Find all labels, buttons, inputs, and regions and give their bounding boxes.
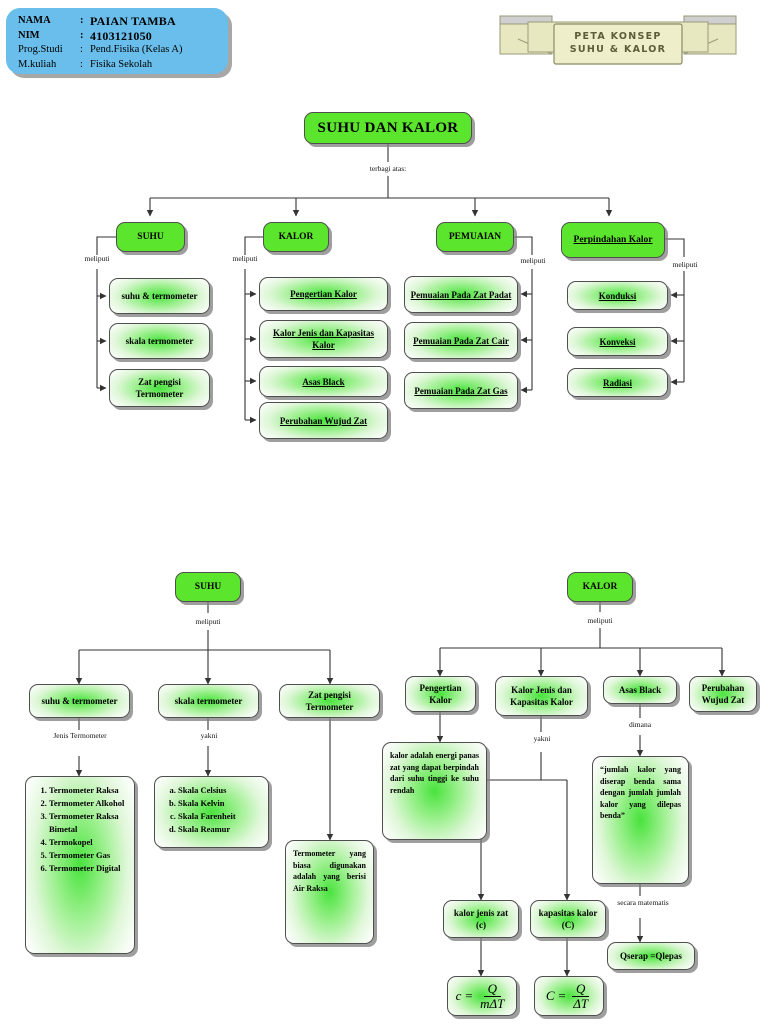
formula-denominator: ΔT [573, 995, 589, 1011]
identity-row: Prog.Studi : Pend.Fisika (Kelas A) [18, 43, 218, 58]
node-perpindahan-kalor[interactable]: Perpindahan Kalor [561, 222, 665, 258]
identity-separator: : [80, 58, 83, 70]
formula-lhs: c [455, 988, 462, 1003]
formula-denominator: mΔT [480, 995, 505, 1011]
edge-label-asas-black-dimana: dimana [628, 720, 652, 729]
banner-label: PETA KONSEP SUHU & KALOR [555, 30, 681, 56]
list-item: Skala Reamur [178, 823, 236, 836]
node-zat-pengisi-termometer[interactable]: Zat pengisi Termometer [109, 369, 210, 407]
edge-label-suhu-meliputi: meliputi [195, 617, 221, 626]
identity-separator: : [80, 29, 84, 41]
identity-separator: : [80, 44, 83, 55]
identity-row: NIM : 4103121050 [18, 29, 218, 44]
list-item: Skala Celsius [178, 784, 236, 797]
node-kapasitas-kalor[interactable]: kapasitas kalor (C) [530, 900, 606, 938]
list-item: Termometer Raksa Bimetal [49, 810, 128, 836]
node-pemuaian[interactable]: PEMUAIAN [436, 222, 514, 252]
node-skala-termometer-detail[interactable]: skala termometer [158, 684, 259, 718]
text-pengertian-kalor[interactable]: kalor adalah energi panas zat yang dapat… [382, 742, 487, 840]
node-asas-black-detail[interactable]: Asas Black [603, 676, 677, 704]
node-radiasi[interactable]: Radiasi [567, 368, 668, 397]
list-skala-termometer[interactable]: Skala Celsius Skala Kelvin Skala Farenhe… [154, 776, 269, 848]
edge-label-meliputi-kalor: meliputi [232, 254, 258, 263]
node-pemuaian-zat-cair[interactable]: Pemuaian Pada Zat Cair [404, 322, 518, 359]
identity-row: NAMA : PAIAN TAMBA [18, 14, 218, 29]
identity-value: Pend.Fisika (Kelas A) [90, 44, 183, 55]
node-suhu-detail-root[interactable]: SUHU [175, 572, 241, 602]
list-item: Termometer Gas [49, 849, 128, 862]
ribbon-shape [499, 15, 737, 65]
node-root-suhu-dan-kalor[interactable]: SUHU DAN KALOR [304, 112, 472, 144]
identity-card: NAMA : PAIAN TAMBA NIM : 4103121050 Prog… [6, 8, 228, 74]
list-item: Termokopel [49, 836, 128, 849]
list-item: Skala Kelvin [178, 797, 236, 810]
list-item: Termometer Digital [49, 862, 128, 875]
formula-kapasitas-kalor[interactable]: C = Q ΔT [534, 976, 604, 1016]
text-asas-black[interactable]: “jumlah kalor yang diserap benda sama de… [592, 756, 689, 884]
node-pengertian-kalor-detail[interactable]: Pengertian Kalor [405, 676, 476, 712]
identity-key: NIM [18, 29, 40, 41]
node-suhu-termometer-detail[interactable]: suhu & termometer [29, 684, 130, 718]
node-zat-pengisi-detail[interactable]: Zat pengisi Termometer [279, 684, 380, 718]
identity-value: 4103121050 [90, 28, 152, 43]
formula-fraction: Q mΔT [476, 982, 508, 1010]
jenis-termometer-list: Termometer Raksa Termometer Alkohol Term… [34, 784, 128, 875]
node-kalor-jenis-kapasitas-detail[interactable]: Kalor Jenis dan Kapasitas Kalor [495, 676, 588, 716]
formula-kalor-jenis[interactable]: c = Q mΔT [447, 976, 517, 1016]
text-zat-pengisi-termometer[interactable]: Termometer yang biasa digunakan adalah y… [285, 840, 374, 944]
list-jenis-termometer[interactable]: Termometer Raksa Termometer Alkohol Term… [25, 776, 135, 954]
node-konduksi[interactable]: Konduksi [567, 281, 668, 310]
node-kalor-jenis-kapasitas[interactable]: Kalor Jenis dan Kapasitas Kalor [259, 320, 388, 358]
formula-numerator: Q [572, 982, 590, 997]
node-pemuaian-zat-padat[interactable]: Pemuaian Pada Zat Padat [404, 276, 518, 313]
formula-lhs: C [545, 988, 555, 1003]
node-kalor-detail-root[interactable]: KALOR [567, 572, 633, 602]
formula-fraction: Q ΔT [569, 982, 592, 1010]
ribbon-banner: PETA KONSEP SUHU & KALOR [492, 10, 744, 66]
formula-equals: = [464, 988, 474, 1003]
edge-label-meliputi-perpindahan: meliputi [672, 260, 698, 269]
skala-list: Skala Celsius Skala Kelvin Skala Farenhe… [163, 784, 236, 836]
identity-value: PAIAN TAMBA [90, 14, 176, 28]
node-pengertian-kalor[interactable]: Pengertian Kalor [259, 277, 388, 311]
node-qserap-qlepas[interactable]: Qserap =Qlepas [607, 942, 695, 970]
formula-equals: = [557, 988, 567, 1003]
list-item: Skala Farenheit [178, 810, 236, 823]
identity-row: M.kuliah : Fisika Sekolah [18, 58, 218, 73]
formula-numerator: Q [483, 982, 501, 997]
node-kalor-jenis-zat[interactable]: kalor jenis zat (c) [443, 900, 519, 938]
list-item: Termometer Alkohol [49, 797, 128, 810]
identity-value: Fisika Sekolah [90, 58, 153, 70]
banner-line-2: SUHU & KALOR [569, 44, 667, 55]
edge-label-kalor-meliputi: meliputi [587, 616, 613, 625]
node-perubahan-wujud-zat[interactable]: Perubahan Wujud Zat [259, 402, 388, 439]
edge-label-secara-matematis: secara matematis [617, 898, 669, 907]
node-kalor[interactable]: KALOR [263, 222, 329, 252]
node-skala-termometer[interactable]: skala termometer [109, 323, 210, 359]
identity-key: Prog.Studi [18, 44, 63, 55]
identity-key: NAMA [18, 15, 51, 26]
node-asas-black[interactable]: Asas Black [259, 366, 388, 397]
identity-separator: : [80, 15, 84, 26]
edge-label-meliputi-suhu: meliputi [84, 254, 110, 263]
node-suhu-termometer[interactable]: suhu & termometer [109, 278, 210, 314]
list-item: Termometer Raksa [49, 784, 128, 797]
banner-line-1: PETA KONSEP [574, 31, 662, 42]
edge-label-meliputi-pemuaian: meliputi [520, 256, 546, 265]
edge-label-kalorjenis-yakni: yakni [533, 734, 551, 743]
node-konveksi[interactable]: Konveksi [567, 327, 668, 356]
node-suhu[interactable]: SUHU [116, 222, 185, 252]
edge-label-terbagi-atas: terbagi atas: [369, 164, 407, 173]
edge-label-jenis-termometer: Jenis Termometer [53, 731, 107, 740]
node-pemuaian-zat-gas[interactable]: Pemuaian Pada Zat Gas [404, 372, 518, 409]
node-perubahan-wujud-zat-detail[interactable]: Perubahan Wujud Zat [689, 676, 757, 712]
identity-key: M.kuliah [18, 58, 57, 70]
edge-label-skala-yakni: yakni [200, 731, 218, 740]
